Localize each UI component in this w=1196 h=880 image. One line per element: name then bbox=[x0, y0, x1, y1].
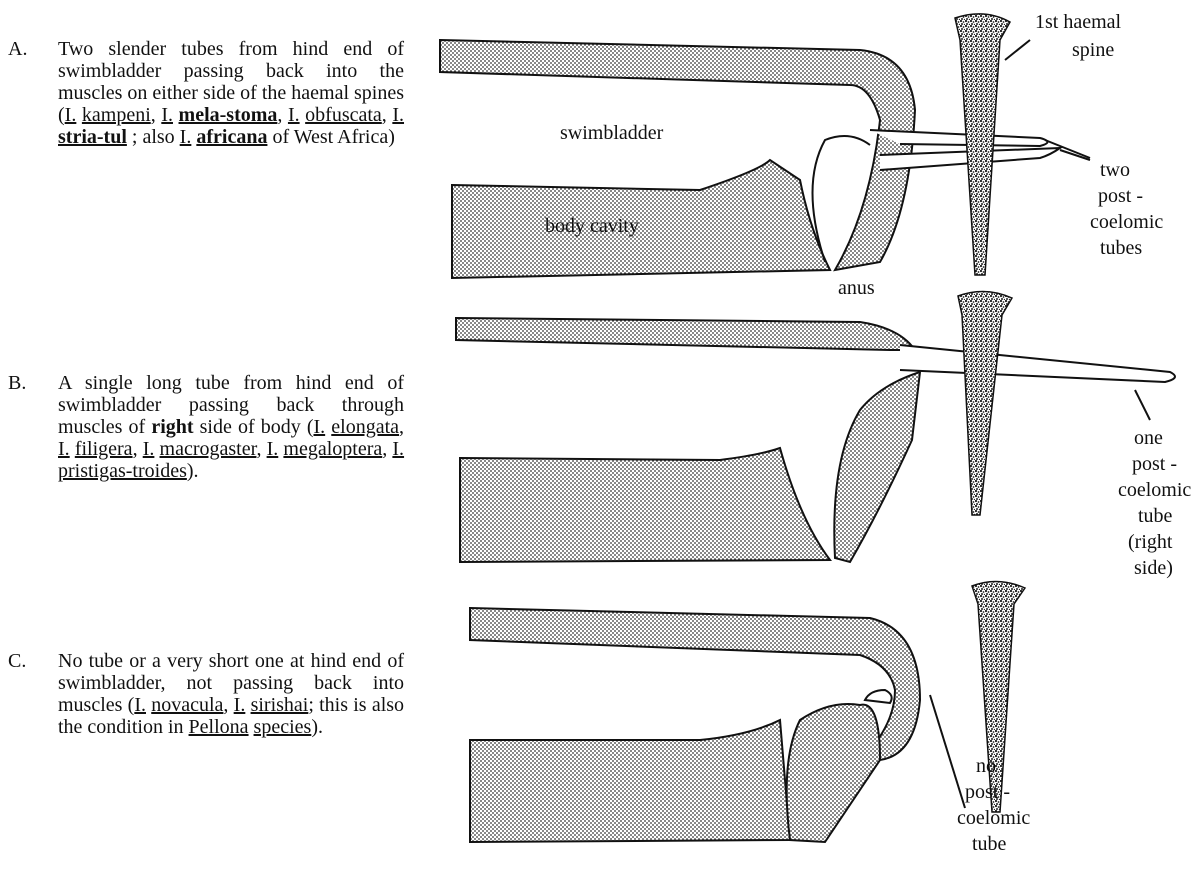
label-body-cavity: body cavity bbox=[545, 215, 639, 237]
label-one-tube-6: side) bbox=[1134, 557, 1173, 579]
one-tube-arrow bbox=[1135, 390, 1150, 420]
label-no-tube-4: tube bbox=[972, 833, 1007, 855]
label-two-tubes-4: tubes bbox=[1100, 237, 1142, 259]
spine-label-arrow bbox=[1005, 40, 1030, 60]
haemal-spine-c bbox=[972, 581, 1025, 812]
label-one-tube-5: (right bbox=[1128, 531, 1173, 553]
body-cavity-b bbox=[460, 448, 830, 562]
label-haemal-spine-line1: 1st haemal bbox=[1035, 11, 1122, 33]
tube-b bbox=[900, 345, 1175, 382]
panel-c-figure bbox=[470, 581, 1025, 842]
swimbladder-wall-b bbox=[456, 318, 915, 350]
label-no-tube-1: no bbox=[976, 755, 996, 777]
label-anus: anus bbox=[838, 277, 875, 299]
label-one-tube-2: post - bbox=[1132, 453, 1177, 475]
label-one-tube-4: tube bbox=[1138, 505, 1173, 527]
label-one-tube-3: coelomic bbox=[1118, 479, 1191, 501]
no-tube-arrow bbox=[930, 695, 965, 808]
tube-stub-c bbox=[865, 690, 892, 703]
label-swimbladder: swimbladder bbox=[560, 122, 664, 144]
label-two-tubes-3: coelomic bbox=[1090, 211, 1163, 233]
body-cavity-c bbox=[470, 720, 790, 842]
haemal-spine-b bbox=[958, 291, 1012, 515]
label-one-tube-1: one bbox=[1134, 427, 1163, 449]
panel-a-figure bbox=[440, 14, 1090, 278]
label-haemal-spine-line2: spine bbox=[1072, 39, 1114, 61]
label-no-tube-3: coelomic bbox=[957, 807, 1030, 829]
coelom-wall-c bbox=[787, 704, 880, 842]
label-no-tube-2: post - bbox=[965, 781, 1010, 803]
label-two-tubes-1: two bbox=[1100, 159, 1130, 181]
body-cavity-a bbox=[452, 160, 830, 278]
panel-b-figure bbox=[456, 291, 1175, 562]
coelom-wall-b bbox=[834, 372, 920, 562]
label-two-tubes-2: post - bbox=[1098, 185, 1143, 207]
